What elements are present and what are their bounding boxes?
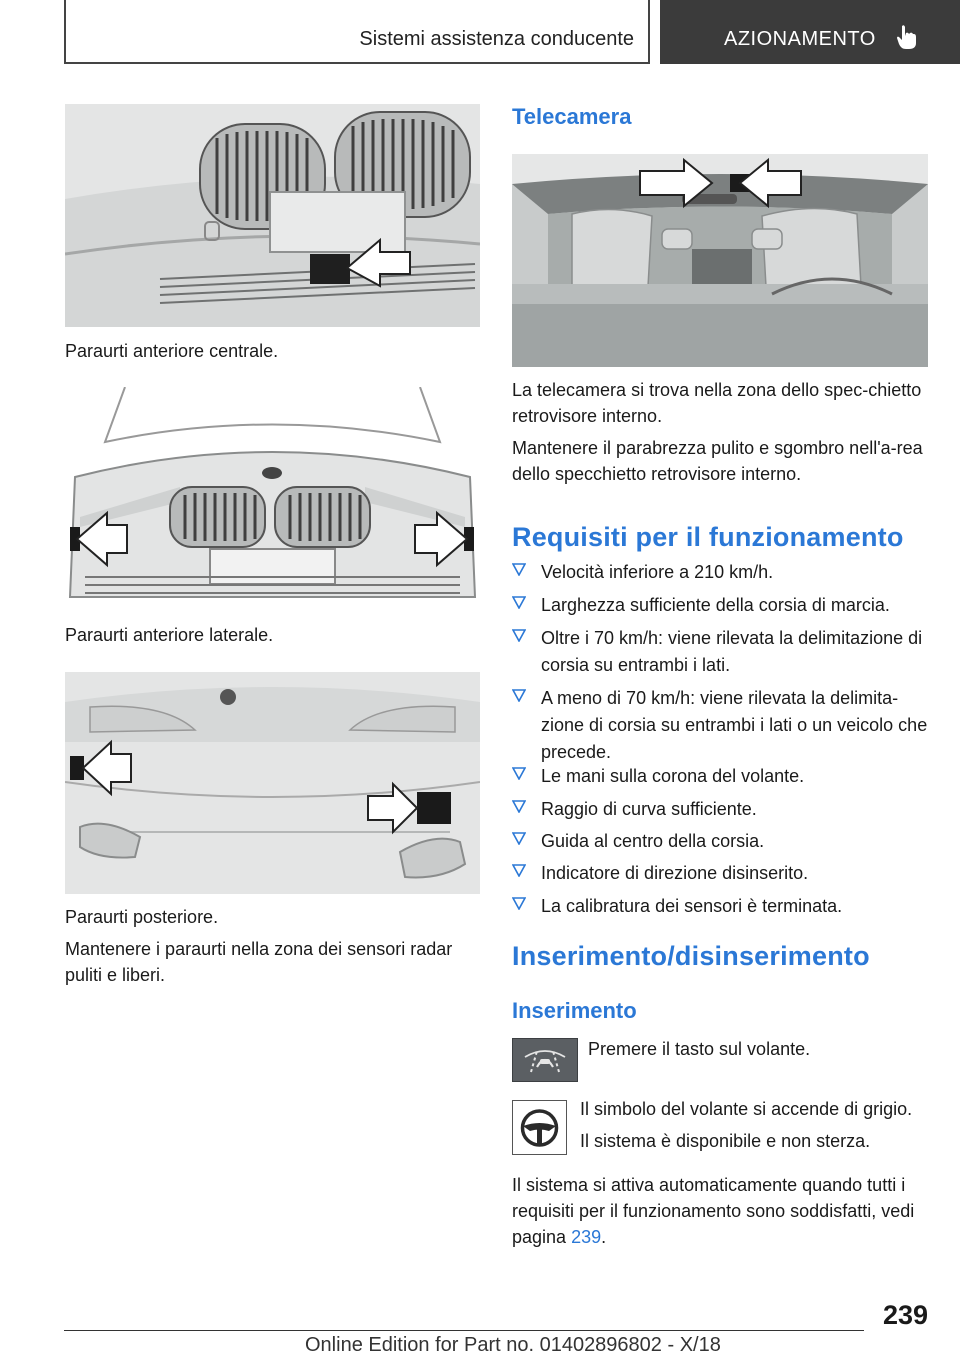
rear-bumper-figure xyxy=(65,672,480,894)
front-bumper-side-figure xyxy=(65,387,480,610)
camera-interior-figure xyxy=(512,154,928,367)
lane-assist-button-icon xyxy=(512,1038,578,1082)
triangle-bullet-icon xyxy=(512,864,526,877)
page-number: 239 xyxy=(883,1300,929,1330)
triangle-bullet-icon xyxy=(512,689,526,702)
footer-divider xyxy=(64,1330,864,1331)
triangle-bullet-icon xyxy=(512,800,526,813)
header-chapter-box: AZIONAMENTO xyxy=(660,0,960,64)
auto-activation-paragraph: Il sistema si attiva automaticamente qua… xyxy=(512,1175,915,1247)
heading-on-off: Inserimento/disinserimento xyxy=(512,941,870,971)
triangle-bullet-icon xyxy=(512,832,526,845)
triangle-bullet-icon xyxy=(512,897,526,910)
heading-camera: Telecamera xyxy=(512,104,632,129)
triangle-bullet-icon xyxy=(512,596,526,609)
system-available-text: Il sistema è disponibile e non sterza. xyxy=(580,1131,871,1151)
radar-cleaning-paragraph: Mantenere i paraurti nella zona dei sens… xyxy=(65,939,453,985)
triangle-bullet-icon xyxy=(512,563,526,576)
camera-cleaning-paragraph: Mantenere il parabrezza pulito e sgombro… xyxy=(512,438,923,484)
press-button-text: Premere il tasto sul volante. xyxy=(588,1039,811,1059)
steering-wheel-icon xyxy=(512,1100,567,1155)
header-chapter-title: AZIONAMENTO xyxy=(724,28,876,50)
front-bumper-center-figure xyxy=(65,104,480,327)
page-link[interactable]: 239 xyxy=(571,1227,602,1247)
footer-edition: Online Edition for Part no. 01402896802 … xyxy=(305,1334,721,1356)
header-section-title: Sistemi assistenza conducente xyxy=(359,28,634,50)
pointing-hand-icon xyxy=(897,25,916,49)
triangle-bullet-icon xyxy=(512,767,526,780)
symbol-gray-text: Il simbolo del volante si accende di gri… xyxy=(580,1099,913,1119)
heading-requirements: Requisiti per il funzionamento xyxy=(512,522,904,552)
caption-front-side: Paraurti anteriore laterale. xyxy=(65,625,274,645)
triangle-bullet-icon xyxy=(512,629,526,642)
caption-front-center: Paraurti anteriore centrale. xyxy=(65,341,279,361)
camera-location-paragraph: La telecamera si trova nella zona dello … xyxy=(512,380,922,426)
caption-rear: Paraurti posteriore. xyxy=(65,907,219,927)
heading-on: Inserimento xyxy=(512,998,637,1023)
header-section-box: Sistemi assistenza conducente xyxy=(64,0,650,64)
